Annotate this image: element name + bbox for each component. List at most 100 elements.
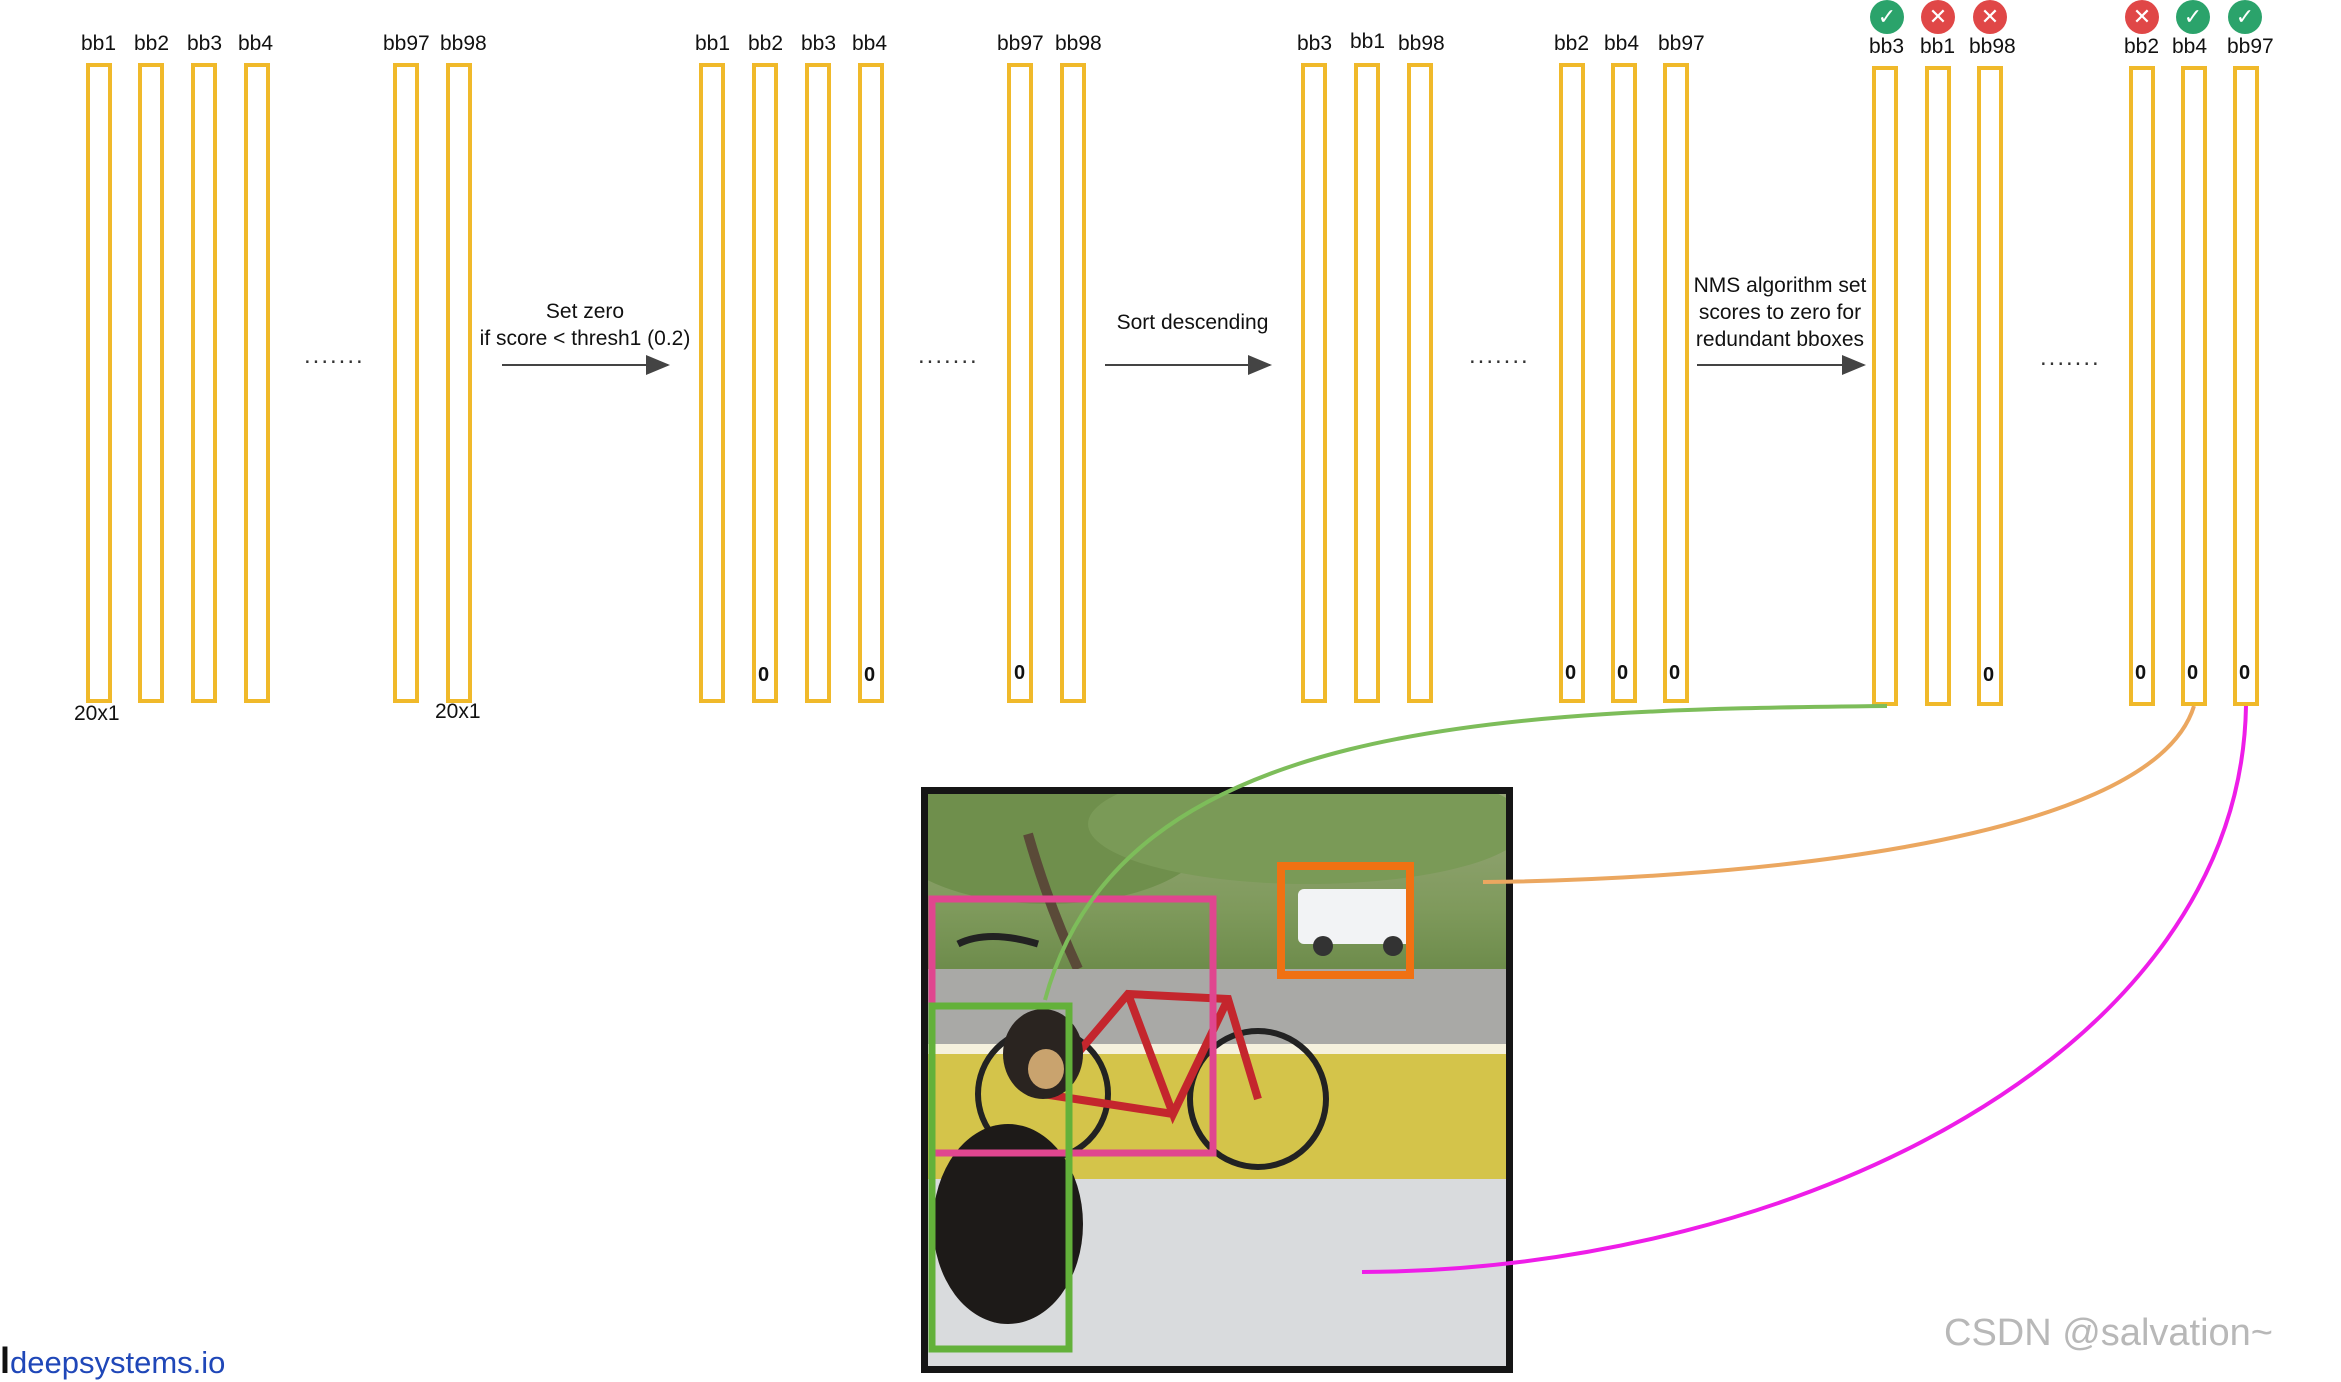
zeroed-score: 0 xyxy=(2239,662,2251,684)
watermark: CSDN @salvation~ xyxy=(1944,1312,2273,1354)
bbox-truck xyxy=(1277,862,1414,979)
score-vector xyxy=(244,63,270,703)
bar-label: bb1 xyxy=(1920,35,1956,58)
bar-label: bb4 xyxy=(2172,35,2208,58)
ellipsis: ....... xyxy=(304,342,365,369)
bar-label: bb1 xyxy=(695,32,731,55)
bar-label: bb4 xyxy=(1604,32,1640,55)
keep-check-icon: ✓ xyxy=(1870,0,1904,34)
nms-step-caption: NMS algorithm set scores to zero for red… xyxy=(1680,272,1880,353)
site-url: deepsystems.io xyxy=(10,1345,226,1380)
railing xyxy=(928,1044,1506,1054)
white-truck xyxy=(1298,889,1413,944)
ellipsis: ....... xyxy=(1469,342,1530,369)
link-bb97-to-bicycle-box xyxy=(1361,705,2248,1274)
zeroed-score: 0 xyxy=(864,664,876,686)
score-vector xyxy=(1611,63,1637,703)
link-bb3-to-dog-box xyxy=(1043,704,1888,1001)
tree-trunk xyxy=(1023,832,1083,972)
caption-line: redundant bboxes xyxy=(1695,328,1865,351)
zeroed-score: 0 xyxy=(1669,662,1681,684)
score-vector xyxy=(2181,66,2207,706)
bar-label: bb97 xyxy=(383,32,430,55)
score-vector xyxy=(752,63,778,703)
bar-label: bb2 xyxy=(748,32,784,55)
discard-x-icon: ✕ xyxy=(2125,0,2159,34)
score-vector xyxy=(805,63,831,703)
score-vector xyxy=(858,63,884,703)
threshold-step-caption: Set zero if score < thresh1 (0.2) xyxy=(470,298,700,352)
caption-line: scores to zero for xyxy=(1698,301,1862,324)
score-vector xyxy=(86,63,112,703)
bar-label: bb98 xyxy=(440,32,487,55)
caption-line: NMS algorithm set xyxy=(1693,274,1867,297)
zeroed-score: 0 xyxy=(758,664,770,686)
bar-label: bb4 xyxy=(852,32,888,55)
score-vector xyxy=(2233,66,2259,706)
score-vector xyxy=(1925,66,1951,706)
score-vector xyxy=(191,63,217,703)
discard-x-icon: ✕ xyxy=(1921,0,1955,34)
bar-label: bb3 xyxy=(1297,32,1333,55)
score-vector xyxy=(1559,63,1585,703)
score-vector xyxy=(699,63,725,703)
caption-line: Sort descending xyxy=(1116,311,1269,334)
bicycle-wheel xyxy=(1187,1028,1329,1170)
score-vector xyxy=(1007,63,1033,703)
keep-check-icon: ✓ xyxy=(2228,0,2262,34)
keep-check-icon: ✓ xyxy=(2176,0,2210,34)
discard-x-icon: ✕ xyxy=(1973,0,2007,34)
truck-wheel xyxy=(1383,936,1403,956)
ellipsis: ....... xyxy=(2040,344,2101,371)
bar-label: bb1 xyxy=(1350,30,1386,53)
bar-label: bb98 xyxy=(1969,35,2016,58)
ellipsis: ....... xyxy=(918,342,979,369)
score-vector xyxy=(1977,66,2003,706)
dog-muzzle xyxy=(1028,1049,1064,1089)
tree-foliage xyxy=(1088,794,1506,884)
bar-label: bb2 xyxy=(2124,35,2160,58)
vector-dimension-label: 20x1 xyxy=(74,702,120,725)
bar-label: bb3 xyxy=(187,32,223,55)
bicycle-handlebar xyxy=(956,933,1040,948)
bar-label: bb1 xyxy=(81,32,117,55)
caption-line: Set zero xyxy=(545,300,625,323)
logo-mark: l xyxy=(0,1340,11,1381)
link-bb4-to-truck-box xyxy=(1482,705,2196,884)
score-vector xyxy=(1301,63,1327,703)
score-vector xyxy=(2129,66,2155,706)
score-vector xyxy=(1872,66,1898,706)
vector-dimension-label: 20x1 xyxy=(435,700,481,723)
zeroed-score: 0 xyxy=(2187,662,2199,684)
score-vector xyxy=(1663,63,1689,703)
bar-label: bb4 xyxy=(238,32,274,55)
sort-step-caption: Sort descending xyxy=(1100,309,1285,336)
zeroed-score: 0 xyxy=(2135,662,2147,684)
score-vector xyxy=(1354,63,1380,703)
bar-label: bb2 xyxy=(1554,32,1590,55)
zeroed-score: 0 xyxy=(1617,662,1629,684)
dog-body xyxy=(933,1124,1083,1324)
caption-line: if score < thresh1 (0.2) xyxy=(479,327,691,350)
bar-label: bb3 xyxy=(1869,35,1905,58)
bar-label: bb97 xyxy=(1658,32,1705,55)
bar-label: bb3 xyxy=(801,32,837,55)
zeroed-score: 0 xyxy=(1565,662,1577,684)
bar-label: bb97 xyxy=(997,32,1044,55)
detection-photo xyxy=(921,787,1513,1373)
truck-wheel xyxy=(1313,936,1333,956)
zeroed-score: 0 xyxy=(1983,664,1995,686)
bbox-dog xyxy=(928,1002,1073,1353)
bar-label: bb98 xyxy=(1398,32,1445,55)
bar-label: bb2 xyxy=(134,32,170,55)
zeroed-score: 0 xyxy=(1014,662,1026,684)
bar-label: bb97 xyxy=(2227,35,2274,58)
bar-label: bb98 xyxy=(1055,32,1102,55)
score-vector xyxy=(138,63,164,703)
score-vector xyxy=(393,63,419,703)
score-vector xyxy=(1407,63,1433,703)
score-vector xyxy=(1060,63,1086,703)
score-vector xyxy=(446,63,472,703)
